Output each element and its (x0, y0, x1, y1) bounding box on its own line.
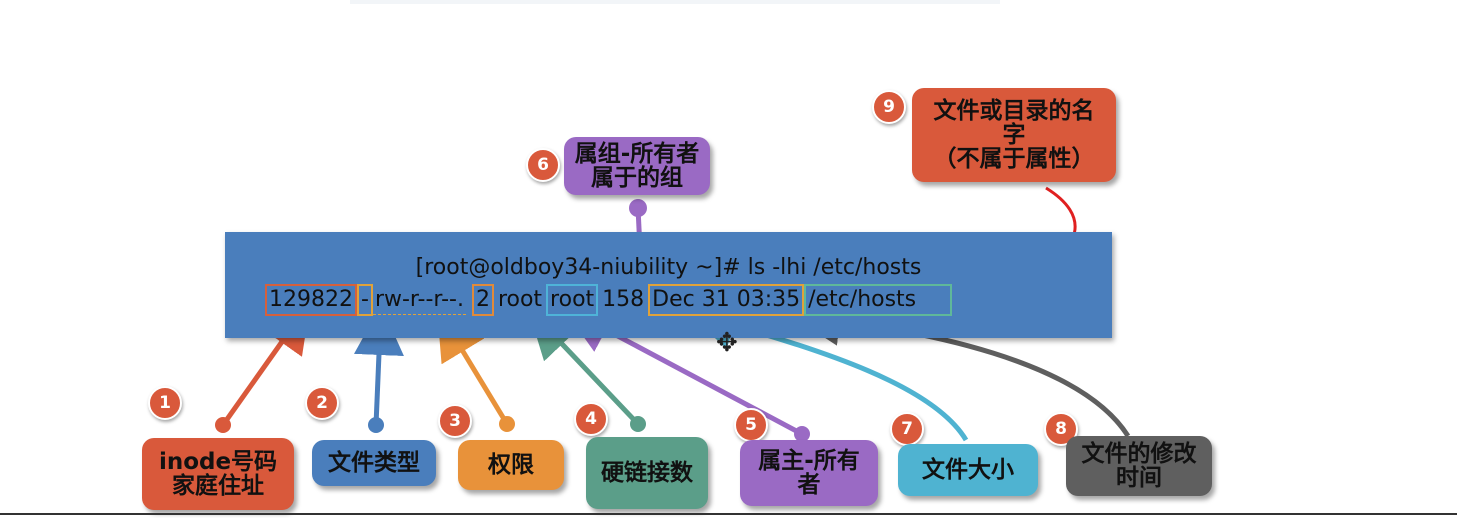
arrow-2 (353, 305, 404, 433)
callout-4-hardlinks: 硬链接数 (586, 437, 708, 509)
output-line: 129822 - rw-r--r--. 2 root root 158 Dec … (265, 284, 953, 316)
callout-1-inode: inode号码 家庭住址 (142, 438, 294, 510)
name-field: /etc/hosts (804, 284, 953, 316)
terminal-box: [root@oldboy34-niubility ~]# ls -lhi /et… (225, 232, 1112, 338)
links-field: 2 (471, 284, 494, 316)
callout-7-file-size: 文件大小 (898, 444, 1038, 496)
owner-field: root (497, 287, 543, 312)
callout-5-number: 5 (734, 408, 768, 442)
arrow-1 (215, 301, 311, 433)
command-line: [root@oldboy34-niubility ~]# ls -lhi /et… (415, 255, 922, 280)
inode-field: 129822 (265, 284, 357, 316)
top-strip (350, 0, 1000, 4)
callout-9-filename: 文件或目录的名 字 （不属于属性） (912, 88, 1116, 182)
callout-2-file-type: 文件类型 (312, 440, 436, 486)
perm-field: rw-r--r--. (372, 286, 466, 315)
callout-3-number: 3 (438, 404, 472, 438)
callout-7-number: 7 (890, 412, 924, 446)
callout-6-number: 6 (526, 148, 560, 182)
bottom-divider (0, 513, 1457, 515)
type-field: - (356, 284, 373, 316)
arrow-3 (437, 308, 515, 432)
callout-1-number: 1 (148, 386, 182, 420)
callout-6-group: 属组-所有者 属于的组 (564, 137, 710, 195)
size-field: 158 (602, 287, 645, 312)
callout-8-mtime: 文件的修改 时间 (1066, 436, 1212, 496)
group-field: root (546, 284, 599, 316)
move-cursor-icon: ✥ (716, 328, 738, 358)
callout-3-permission: 权限 (458, 440, 564, 490)
callout-2-number: 2 (305, 386, 339, 420)
callout-5-owner: 属主-所有 者 (740, 440, 878, 506)
callout-4-number: 4 (574, 402, 608, 436)
callout-8-number: 8 (1044, 412, 1078, 446)
date-field: Dec 31 03:35 (648, 284, 805, 316)
callout-9-number: 9 (872, 90, 906, 124)
arrow-4 (527, 307, 646, 432)
